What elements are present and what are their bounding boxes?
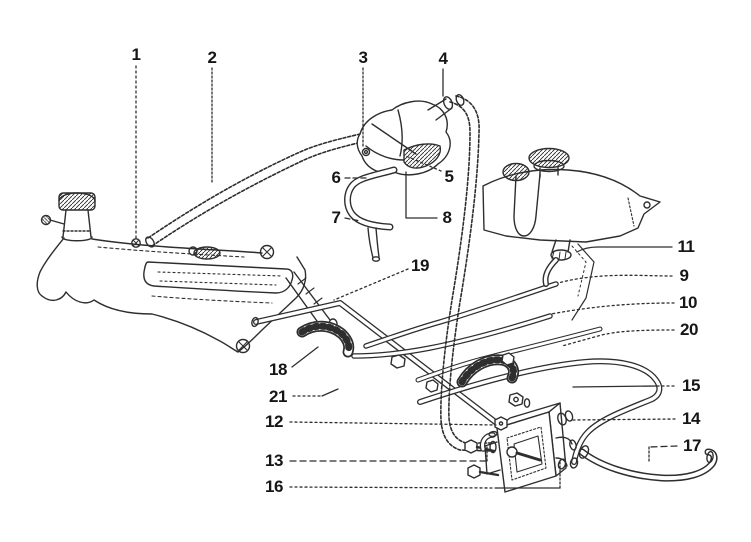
leader-12 [289, 421, 497, 426]
leader-7 [344, 217, 361, 222]
hex-bolt-tube-b [425, 379, 439, 393]
callout-6: 6 [331, 168, 341, 187]
leader-16 [289, 486, 498, 489]
radiator-lower-bolt [235, 338, 251, 354]
hose-clamp-17 [578, 445, 590, 459]
leader-20 [561, 329, 675, 347]
bolt-left-lower [467, 464, 500, 479]
callout-8: 8 [442, 208, 452, 227]
leader-15 [572, 385, 658, 388]
leader-14 [571, 418, 676, 421]
callout-16: 16 [265, 477, 283, 496]
hex-nut-front [508, 392, 531, 408]
callout-15: 15 [682, 376, 700, 395]
hex-bolt [501, 352, 515, 366]
hose-10 [351, 313, 553, 359]
rigid-coolant-tube [251, 300, 561, 473]
callout-9: 9 [679, 266, 689, 285]
tank-cap [528, 147, 570, 169]
leader-10 [550, 302, 675, 315]
callout-18: 18 [269, 360, 287, 379]
hose-9 [363, 281, 559, 349]
thermostat-housing [356, 94, 465, 176]
callout-2: 2 [207, 48, 217, 67]
callout-14: 14 [682, 409, 700, 428]
ribbed-sleeve-mid [456, 352, 519, 388]
upper-radiator-hose [145, 133, 363, 248]
elbow-fitting-13 [479, 430, 498, 452]
leader-17 [648, 445, 678, 448]
hose-clamp-4 [442, 96, 454, 110]
callout-1: 1 [131, 45, 141, 64]
callout-20: 20 [680, 320, 698, 339]
callout-12: 12 [265, 412, 283, 431]
leader-9 [557, 274, 673, 284]
hairpin-hose [417, 358, 663, 469]
hose-clamp-14 [557, 410, 574, 426]
hex-bolt-tube-a [390, 354, 406, 369]
callout-17: 17 [683, 436, 701, 455]
leader-19 [333, 268, 409, 301]
bolt-top [494, 416, 508, 431]
hose-clamp-11 [550, 249, 572, 261]
leader-8 [405, 171, 438, 219]
overflow-hose-17 [578, 445, 718, 482]
leader-18 [291, 346, 319, 368]
long-vertical-hose [440, 95, 497, 454]
callout-21: 21 [269, 387, 287, 406]
callout-19: 19 [411, 256, 429, 275]
callout-11: 11 [677, 237, 695, 256]
callout-13: 13 [265, 451, 283, 470]
radiator-mount-bolt [259, 244, 275, 260]
callout-5: 5 [444, 167, 454, 186]
callout-10: 10 [679, 293, 697, 312]
callout-3: 3 [358, 48, 368, 67]
screw-front [506, 446, 542, 462]
radiator-assembly [36, 192, 338, 354]
expansion-tank [482, 147, 661, 321]
bypass-pipe [344, 166, 398, 262]
callout-7: 7 [331, 208, 341, 227]
callout-4: 4 [438, 49, 448, 68]
leader-lines [135, 65, 678, 489]
junction-box [464, 392, 577, 493]
leader-11 [576, 246, 673, 253]
tank-cap-small [502, 162, 530, 182]
leader-5 [405, 155, 442, 172]
ribbed-sleeve-18 [296, 320, 355, 358]
